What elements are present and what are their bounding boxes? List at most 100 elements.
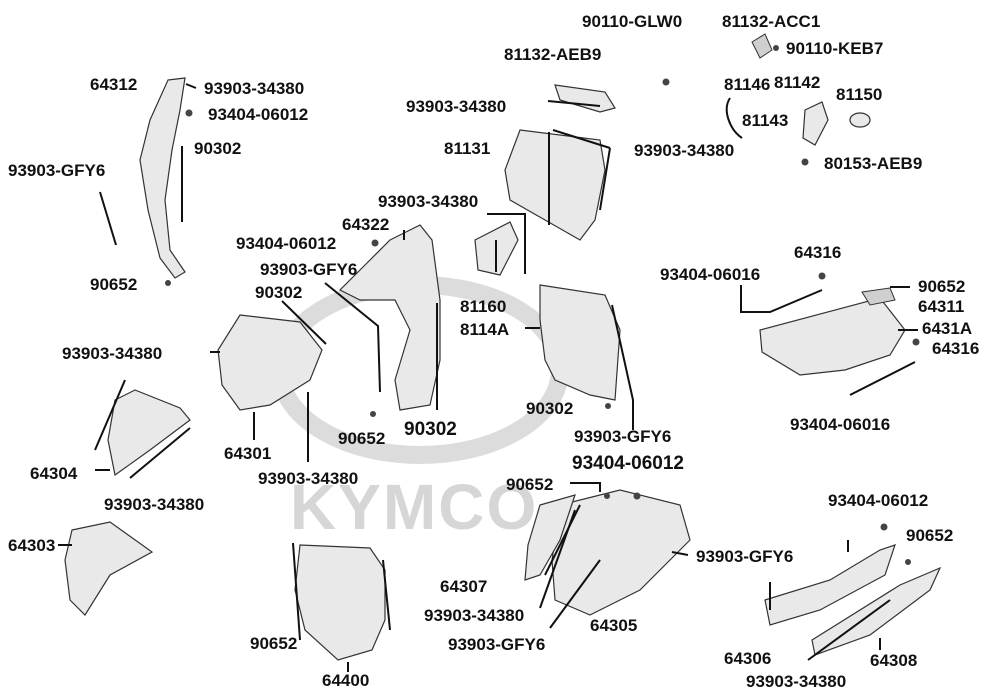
label-93903-gfy6-c: 93903-GFY6 [574,427,672,446]
label-93903-34380-a: 93903-34380 [204,79,305,98]
part-64301 [217,314,323,411]
lead-93903-gfy6-b [324,282,381,393]
label-64311: 64311 [918,297,965,316]
lead-93903-gfy6-d [549,559,601,629]
label-93404-06012-c: 93404-06012 [572,453,684,474]
label-93903-34380-g: 93903-34380 [104,495,205,514]
lead-64400-b [382,559,391,631]
lead-64400-a [292,542,301,641]
part-8114a [539,284,621,401]
bolt-90652-d [604,493,610,499]
label-93903-gfy6-e: 93903-GFY6 [448,635,546,654]
lead-81160 [487,213,526,274]
label-90302-b: 90302 [255,283,303,302]
label-90652-b: 90652 [918,277,966,296]
label-81150: 81150 [836,85,883,104]
label-90652-f: 90652 [250,634,298,653]
label-93903-34380-h: 93903-34380 [424,606,525,625]
part-64400 [294,544,386,661]
label-81132-aeb9: 81132-AEB9 [504,45,602,64]
lead-93903-34380-c2 [599,147,611,211]
lead-93404-06016-b [849,361,916,396]
part-64303 [64,521,154,616]
bolt-64316-a [818,272,826,280]
label-64312: 64312 [90,75,138,94]
label-64306: 64306 [724,649,772,668]
part-81146 [725,97,743,139]
label-81132-acc1: 81132-ACC1 [722,12,821,31]
label-80153-aeb9: 80153-AEB9 [824,154,923,173]
label-64316-b: 64316 [932,339,980,358]
lead-93903-gfy6-c [611,304,634,430]
bolt-90110-keb7 [773,45,779,51]
lead-81131-clip [552,129,611,149]
part-64304 [107,389,191,477]
label-93903-34380-i: 93903-34380 [746,672,847,691]
label-93903-34380-f: 93903-34380 [258,469,359,488]
lead-93903-34380-h [539,509,576,609]
label-6431a: 6431A [922,319,973,338]
label-90652-a: 90652 [90,275,138,294]
label-93903-34380-d: 93903-34380 [378,192,479,211]
lead-93404-06016-a [740,285,823,313]
bolt-80153-aeb9 [801,158,809,166]
part-81131 [504,129,606,241]
bolt-90652-c [370,411,376,417]
bolt-93404-06012-d [880,523,888,531]
bolt-93404-06012-b [371,239,379,247]
label-93404-06012-b: 93404-06012 [236,234,337,253]
label-64304: 64304 [30,464,78,483]
bolt-90652-f [905,559,911,565]
label-81146: 81146 [724,75,771,94]
label-93903-34380-e: 93903-34380 [62,344,163,363]
label-93903-gfy6-d: 93903-GFY6 [696,547,794,566]
part-81150 [849,112,871,128]
label-81160: 81160 [460,297,507,316]
label-64305: 64305 [590,616,638,635]
label-64316-a: 64316 [794,243,842,262]
label-64400: 64400 [322,671,370,690]
lead-93903-34380-i [807,599,891,661]
lead-93903-gfy6-a [99,191,117,246]
label-64307: 64307 [440,577,488,596]
part-64322 [338,224,441,411]
label-8114a: 8114A [460,320,510,339]
label-64301: 64301 [224,444,272,463]
kymco-watermark: KYMCO [290,471,539,543]
label-81143: 81143 [742,111,789,130]
label-64322: 64322 [342,215,390,234]
label-93903-gfy6-a: 93903-GFY6 [8,161,106,180]
label-90110-glw0: 90110-GLW0 [582,12,683,31]
part-81132-aeb9 [554,84,616,113]
label-93903-34380-c: 93903-34380 [634,141,735,160]
label-93404-06012-d: 93404-06012 [828,491,929,510]
label-93404-06016-a: 93404-06016 [660,265,761,284]
lead-93903-34380-e2 [94,379,126,451]
part-64311 [759,297,906,376]
label-93903-gfy6-b: 93903-GFY6 [260,260,358,279]
part-64312 [139,77,186,279]
bolt-93404-06012-a [185,109,193,117]
label-93404-06016-b: 93404-06016 [790,415,891,434]
part-81142 [802,101,829,146]
label-64303: 64303 [8,536,56,555]
label-90302-d: 90302 [404,419,457,440]
label-90652-e: 90652 [906,526,954,545]
bolt-90652-a [165,280,171,286]
bolt-90302-c [605,403,611,409]
label-93903-34380-b: 93903-34380 [406,97,507,116]
bolt-90110-glw0 [662,78,670,86]
lead-90652-e [570,482,601,492]
label-90302-a: 90302 [194,139,242,158]
part-64306 [764,544,896,626]
lead-81132 [547,100,601,107]
label-90110-keb7: 90110-KEB7 [786,39,884,58]
part-6431a [861,287,896,306]
label-93404-06012-a: 93404-06012 [208,105,309,124]
label-90302-c: 90302 [526,399,574,418]
lead-93903-34380-a [185,83,197,89]
label-90652-d: 90652 [506,475,554,494]
label-81142: 81142 [774,73,821,92]
